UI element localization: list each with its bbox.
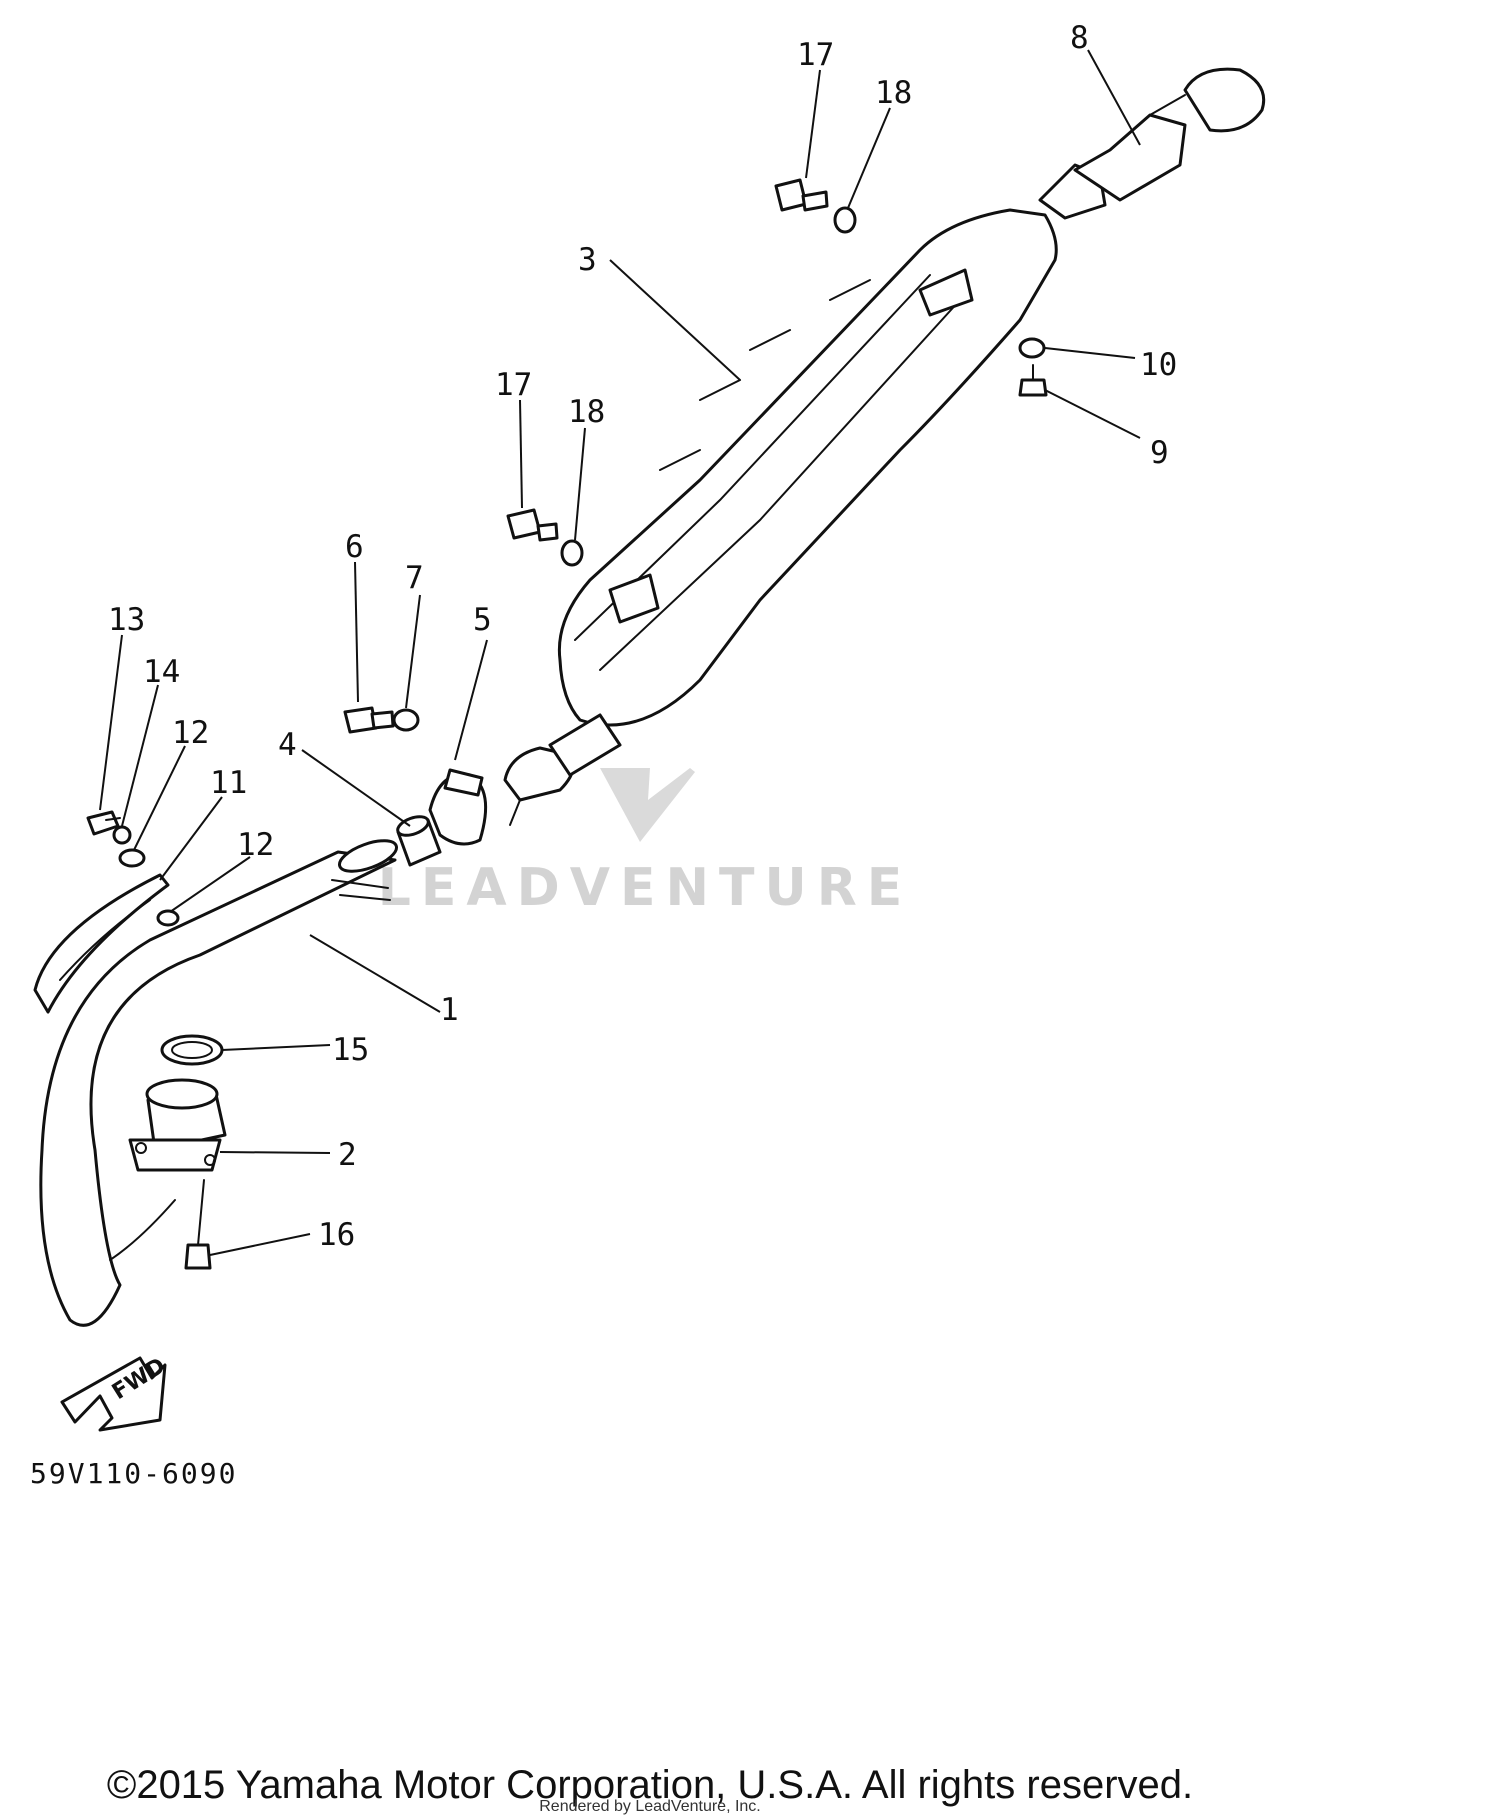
callout-15: 15 <box>332 1032 369 1068</box>
leader-lines <box>99 49 1141 1256</box>
silencer <box>503 208 1058 826</box>
callout-18-lower: 18 <box>568 394 605 430</box>
exhaust-flange <box>128 1078 227 1172</box>
callout-14: 14 <box>143 654 180 690</box>
callout-16: 16 <box>318 1217 355 1253</box>
callout-17-lower: 17 <box>495 367 532 403</box>
tail-pipe <box>1038 67 1266 220</box>
rendered-by-notice: Rendered by LeadVenture, Inc. <box>539 1798 761 1815</box>
silencer-bolt-upper <box>774 178 829 212</box>
clamp-bolt <box>343 706 395 734</box>
forward-direction-arrow: FWD <box>60 1353 170 1432</box>
silencer-washer-upper <box>833 206 857 234</box>
callout-17-upper: 17 <box>797 37 834 73</box>
exhaust-pipe <box>39 839 398 1327</box>
callout-4: 4 <box>278 727 297 763</box>
clamp-washer <box>392 708 420 732</box>
callout-18-upper: 18 <box>875 75 912 111</box>
callout-1: 1 <box>440 992 459 1028</box>
exhaust-joint <box>396 815 442 867</box>
protector-washer-upper <box>118 848 146 868</box>
stud-bolt <box>184 1179 212 1270</box>
silencer-washer-middle <box>560 539 584 567</box>
callout-12-lower: 12 <box>237 827 274 863</box>
copyright-notice: ©2015 Yamaha Motor Corporation, U.S.A. A… <box>106 1763 1194 1807</box>
silencer-bolt-middle <box>506 508 559 542</box>
silencer-screw <box>1018 364 1048 397</box>
callout-5: 5 <box>473 602 492 638</box>
pipe-protector <box>33 873 170 1014</box>
exhaust-clamp <box>428 768 488 846</box>
diagram-code: 59V110-6090 <box>30 1457 237 1490</box>
lock-washer <box>112 825 132 845</box>
watermark-text: LEADVENTURE <box>378 858 913 918</box>
callout-3: 3 <box>578 242 597 278</box>
callout-6: 6 <box>345 529 364 565</box>
callout-7: 7 <box>405 560 424 596</box>
callout-11: 11 <box>210 765 247 801</box>
callout-13: 13 <box>108 602 145 638</box>
exhaust-parts-diagram: LEADVENTURE <box>30 20 1266 1490</box>
callout-2: 2 <box>338 1137 357 1173</box>
callout-12-upper: 12 <box>172 715 209 751</box>
callout-10: 10 <box>1140 347 1177 383</box>
exhaust-gasket <box>160 1034 224 1066</box>
callout-9: 9 <box>1150 435 1169 471</box>
grommet <box>1018 337 1046 359</box>
protector-washer-lower <box>156 909 180 927</box>
callout-numbers: 1 2 3 4 5 6 7 8 9 10 11 12 12 13 14 15 1… <box>108 20 1177 1253</box>
protector-screw <box>86 810 121 836</box>
callout-8: 8 <box>1070 20 1089 56</box>
leadventure-watermark: LEADVENTURE <box>378 768 913 918</box>
